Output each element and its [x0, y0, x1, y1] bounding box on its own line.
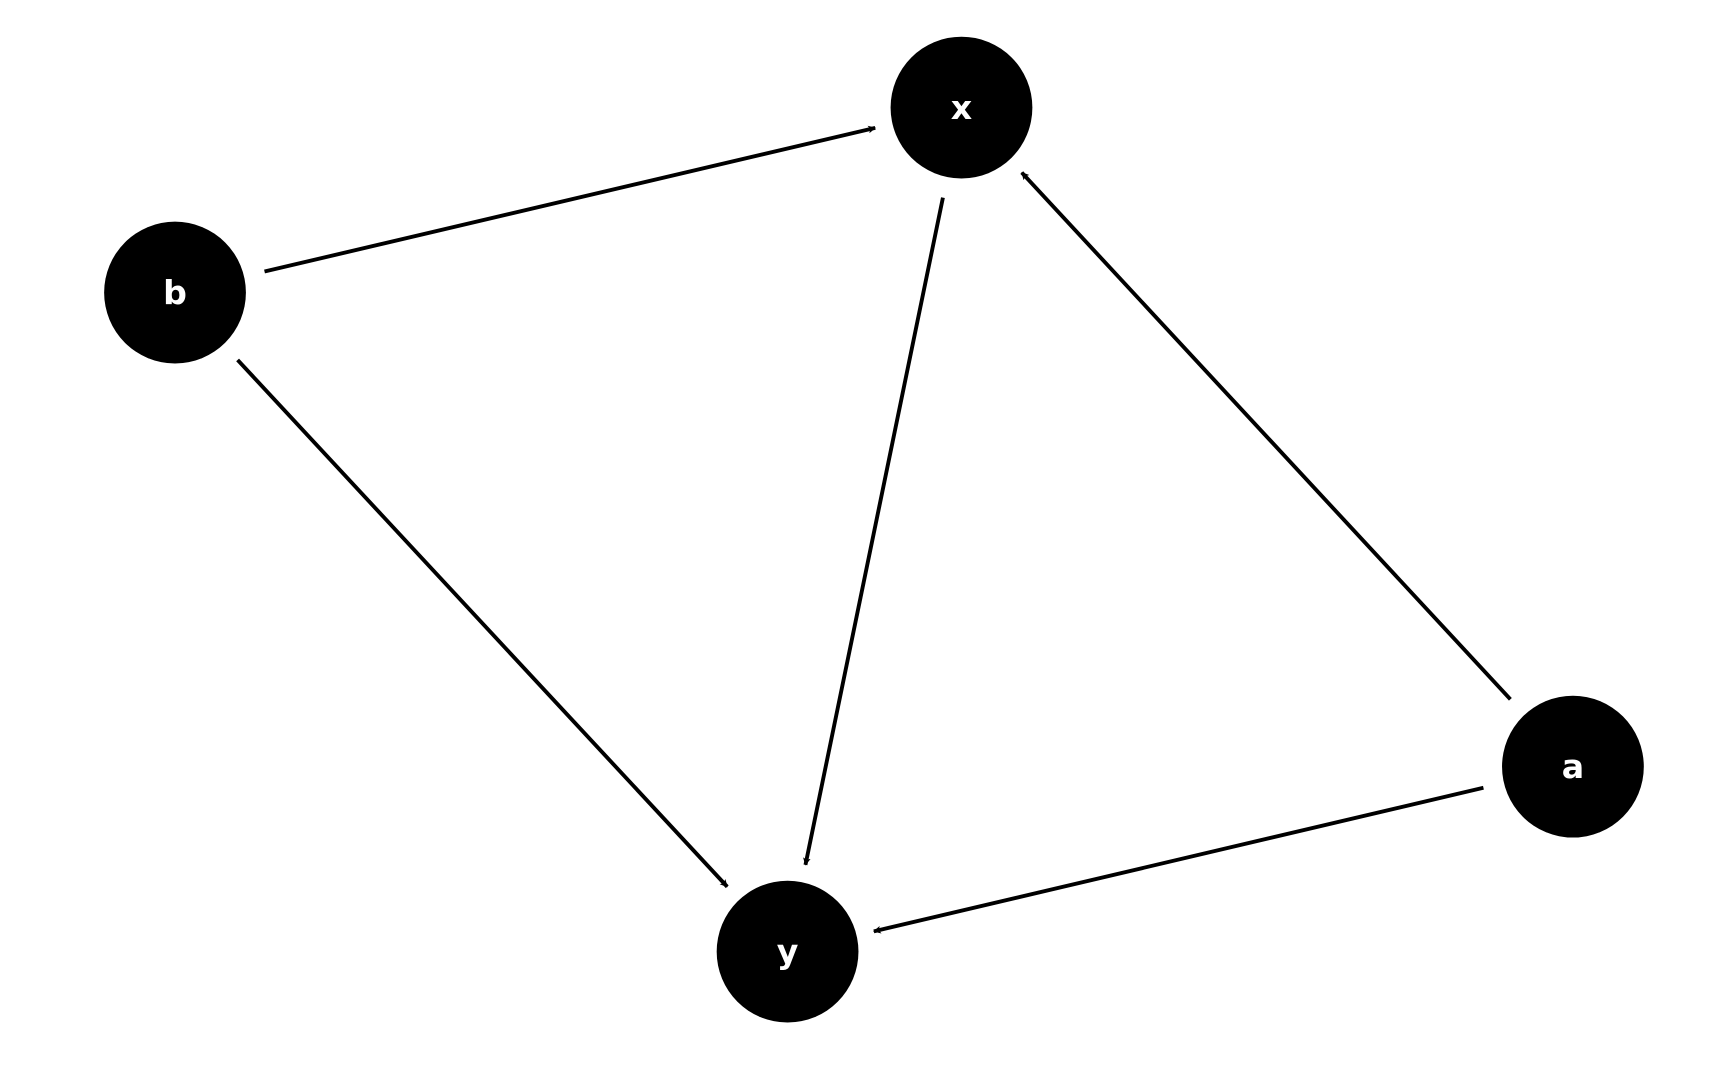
- node-y-label: y: [777, 932, 799, 971]
- nodes: x b a y: [104, 36, 1644, 1023]
- node-y[interactable]: y: [716, 880, 859, 1023]
- node-a[interactable]: a: [1502, 695, 1644, 838]
- edge-a-to-x: [1020, 171, 1512, 701]
- node-x[interactable]: x: [890, 36, 1033, 179]
- edge-a-to-y: [873, 785, 1484, 934]
- node-b-label: b: [163, 273, 187, 312]
- edges: [236, 125, 1512, 934]
- node-x-label: x: [951, 88, 972, 127]
- edge-b-to-y: [236, 358, 729, 889]
- edge-b-to-x: [264, 125, 876, 274]
- node-a-label: a: [1562, 747, 1584, 786]
- node-a-circle: [1502, 695, 1644, 838]
- edge-x-to-y: [803, 197, 945, 866]
- node-x-circle: [890, 36, 1033, 179]
- node-y-circle: [716, 880, 859, 1023]
- node-b-circle: [104, 221, 246, 364]
- node-b[interactable]: b: [104, 221, 246, 364]
